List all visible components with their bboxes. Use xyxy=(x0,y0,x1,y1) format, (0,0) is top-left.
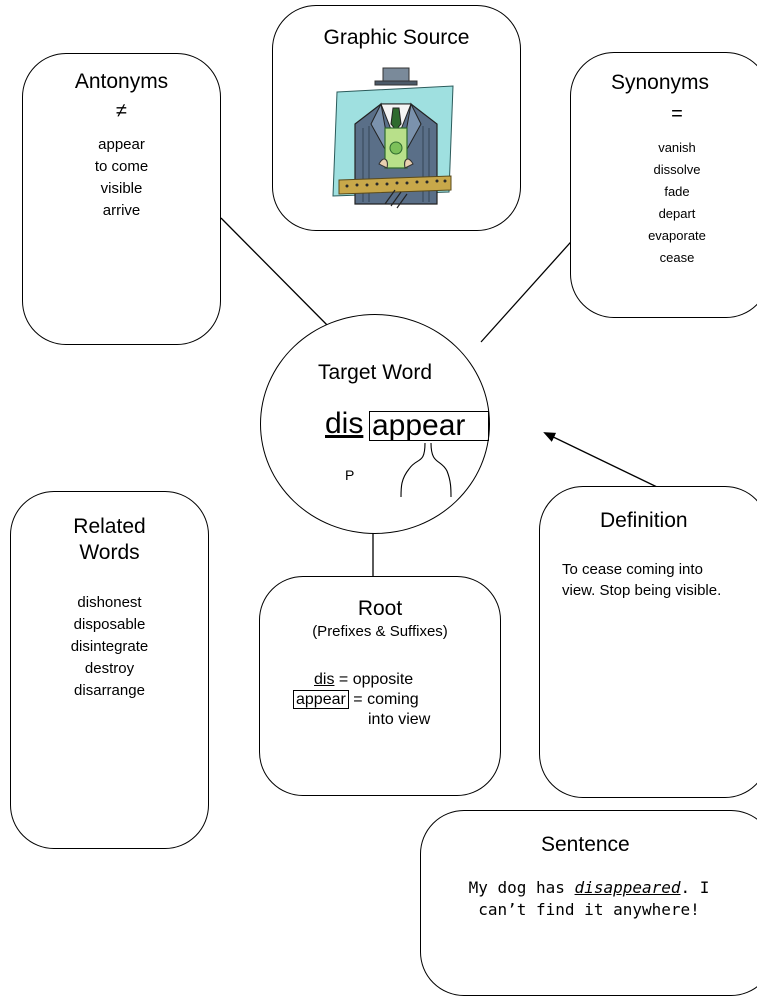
root-subtitle: (Prefixes & Suffixes) xyxy=(312,623,448,640)
related-words-box: Related Words dishonest disposable disin… xyxy=(10,491,209,849)
list-item: disarrange xyxy=(74,682,145,699)
root-meaning-line2: into view xyxy=(368,711,431,728)
antonyms-box: Antonyms ≠ appear to come visible arrive xyxy=(22,53,221,345)
not-equal-symbol: ≠ xyxy=(116,100,127,122)
bracket-curve xyxy=(400,442,452,498)
sentence-before: My dog has xyxy=(468,878,575,897)
related-title-line1: Related xyxy=(73,515,146,538)
synonyms-list: vanish dissolve fade depart evaporate ce… xyxy=(627,137,727,269)
sentence-box: Sentence My dog has disappeared. I can’t… xyxy=(420,810,757,996)
definition-title: Definition xyxy=(600,509,688,532)
sentence-text: My dog has disappeared. I can’t find it … xyxy=(449,877,729,921)
sentence-highlight-word: disappeared xyxy=(574,878,681,897)
synonyms-connector xyxy=(480,233,579,343)
definition-text: To cease coming into view. Stop being vi… xyxy=(562,561,722,599)
definition-arrow xyxy=(543,432,658,488)
root-prefix-meaning: = opposite xyxy=(338,671,414,688)
root-meaning-line1: = coming xyxy=(353,691,419,708)
root-prefix: dis xyxy=(314,671,335,688)
definition-box: Definition To cease coming into view. St… xyxy=(539,486,757,798)
related-words-list: dishonest disposable disintegrate destro… xyxy=(11,592,208,702)
synonyms-box: Synonyms = vanish dissolve fade depart e… xyxy=(570,52,757,318)
target-prefix: dis xyxy=(325,407,364,440)
list-item: vanish xyxy=(658,140,696,155)
list-item: disintegrate xyxy=(70,638,149,655)
target-word-title: Target Word xyxy=(318,361,432,384)
equals-symbol: = xyxy=(671,103,683,125)
graphic-source-title: Graphic Source xyxy=(323,26,470,49)
list-item: to come xyxy=(94,158,149,175)
root-definition: appear = coming xyxy=(293,690,419,709)
list-item: dissolve xyxy=(653,162,701,177)
man-in-suit-image xyxy=(332,67,454,209)
list-item: dishonest xyxy=(77,594,142,611)
root-word-boxed: appear xyxy=(293,690,349,709)
list-item: destroy xyxy=(84,660,135,677)
graphic-source-box: Graphic Source xyxy=(272,5,521,231)
list-item: appear xyxy=(98,136,145,153)
root-box: Root (Prefixes & Suffixes) dis = opposit… xyxy=(259,576,501,796)
target-root-boxed: appear xyxy=(369,411,489,441)
list-item: evaporate xyxy=(648,228,706,243)
related-title-line2: Words xyxy=(79,541,140,564)
list-item: visible xyxy=(100,180,143,197)
prefix-label: P xyxy=(345,467,355,483)
antonyms-list: appear to come visible arrive xyxy=(23,134,220,222)
list-item: disposable xyxy=(73,616,146,633)
target-word-ellipse: Target Word dis appear P xyxy=(260,314,490,534)
synonyms-title: Synonyms xyxy=(611,71,710,94)
related-words-title: Related Words xyxy=(11,514,208,566)
list-item: depart xyxy=(658,206,696,221)
list-item: fade xyxy=(664,184,690,199)
list-item: arrive xyxy=(102,202,141,219)
list-item: cease xyxy=(659,250,695,265)
sentence-after: . I can’t find it anywhere! xyxy=(478,878,710,919)
antonyms-connector xyxy=(220,217,337,335)
sentence-title: Sentence xyxy=(541,833,630,856)
root-title: Root xyxy=(357,597,403,620)
prefix-definition: dis = opposite xyxy=(314,671,413,689)
antonyms-title: Antonyms xyxy=(74,70,169,93)
